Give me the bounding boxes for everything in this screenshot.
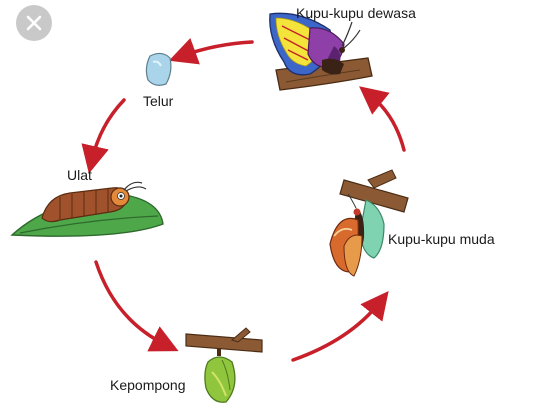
close-icon	[26, 15, 42, 31]
label-caterpillar: Ulat	[67, 167, 92, 183]
adult-butterfly-illustration	[269, 12, 373, 91]
arrow-egg-to-caterpillar	[81, 98, 126, 174]
label-adult-butterfly: Kupu-kupu dewasa	[296, 5, 416, 21]
label-egg: Telur	[143, 93, 174, 109]
label-young-butterfly: Kupu-kupu muda	[388, 231, 495, 247]
pupa-illustration	[185, 327, 263, 403]
arrow-pupa-to-young	[291, 291, 389, 362]
label-pupa: Kepompong	[110, 377, 186, 393]
caterpillar-illustration	[10, 181, 164, 237]
cycle-arrows	[81, 38, 406, 362]
young-butterfly-illustration	[329, 169, 409, 277]
arrow-caterpillar-to-pupa	[94, 260, 179, 352]
egg-illustration	[145, 52, 172, 86]
arrow-adult-to-egg	[168, 38, 254, 65]
close-button[interactable]	[16, 5, 52, 41]
arrow-young-to-adult	[359, 86, 406, 152]
